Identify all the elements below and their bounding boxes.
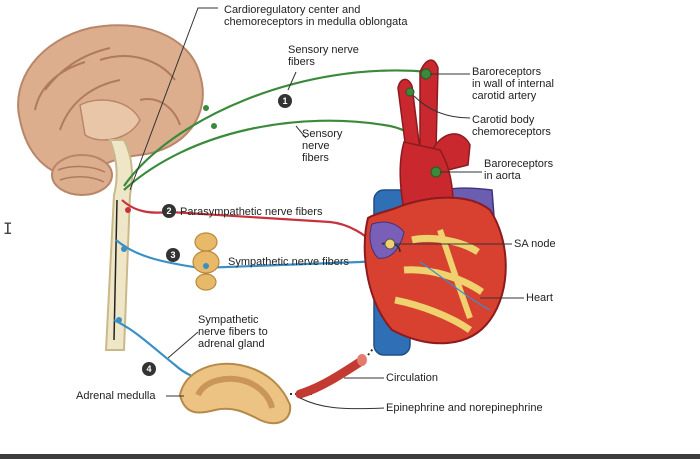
label-circulation: Circulation — [386, 372, 438, 384]
marker-2: 2 — [162, 204, 176, 218]
label-heart: Heart — [526, 292, 553, 304]
label-sympathetic: Sympathetic nerve fibers — [228, 256, 350, 268]
label-epinephrine: Epinephrine and norepinephrine — [386, 402, 543, 414]
adrenal-gland — [178, 362, 292, 425]
carotid-baroreceptor — [420, 68, 432, 80]
marker-3: 3 — [166, 248, 180, 262]
brain — [17, 24, 204, 196]
spinal-cord — [104, 139, 133, 351]
marker-4: 4 — [142, 362, 156, 376]
cerebellum — [51, 154, 113, 196]
marker-1: 1 — [278, 94, 292, 108]
text-cursor-icon: I — [3, 219, 13, 238]
label-sa-node: SA node — [514, 238, 556, 250]
label-parasympathetic: Parasympathetic nerve fibers — [180, 206, 323, 218]
circulation-vessel — [295, 357, 365, 399]
carotid-body — [405, 87, 415, 97]
leader-lines — [129, 7, 524, 410]
aortic-baroreceptor — [430, 166, 442, 178]
sympathetic-ganglion — [192, 232, 220, 291]
sensory-nerve-upper — [123, 69, 431, 187]
label-adrenal-medulla: Adrenal medulla — [76, 390, 156, 402]
photo-bottom-edge — [0, 454, 700, 459]
heart — [363, 59, 507, 356]
